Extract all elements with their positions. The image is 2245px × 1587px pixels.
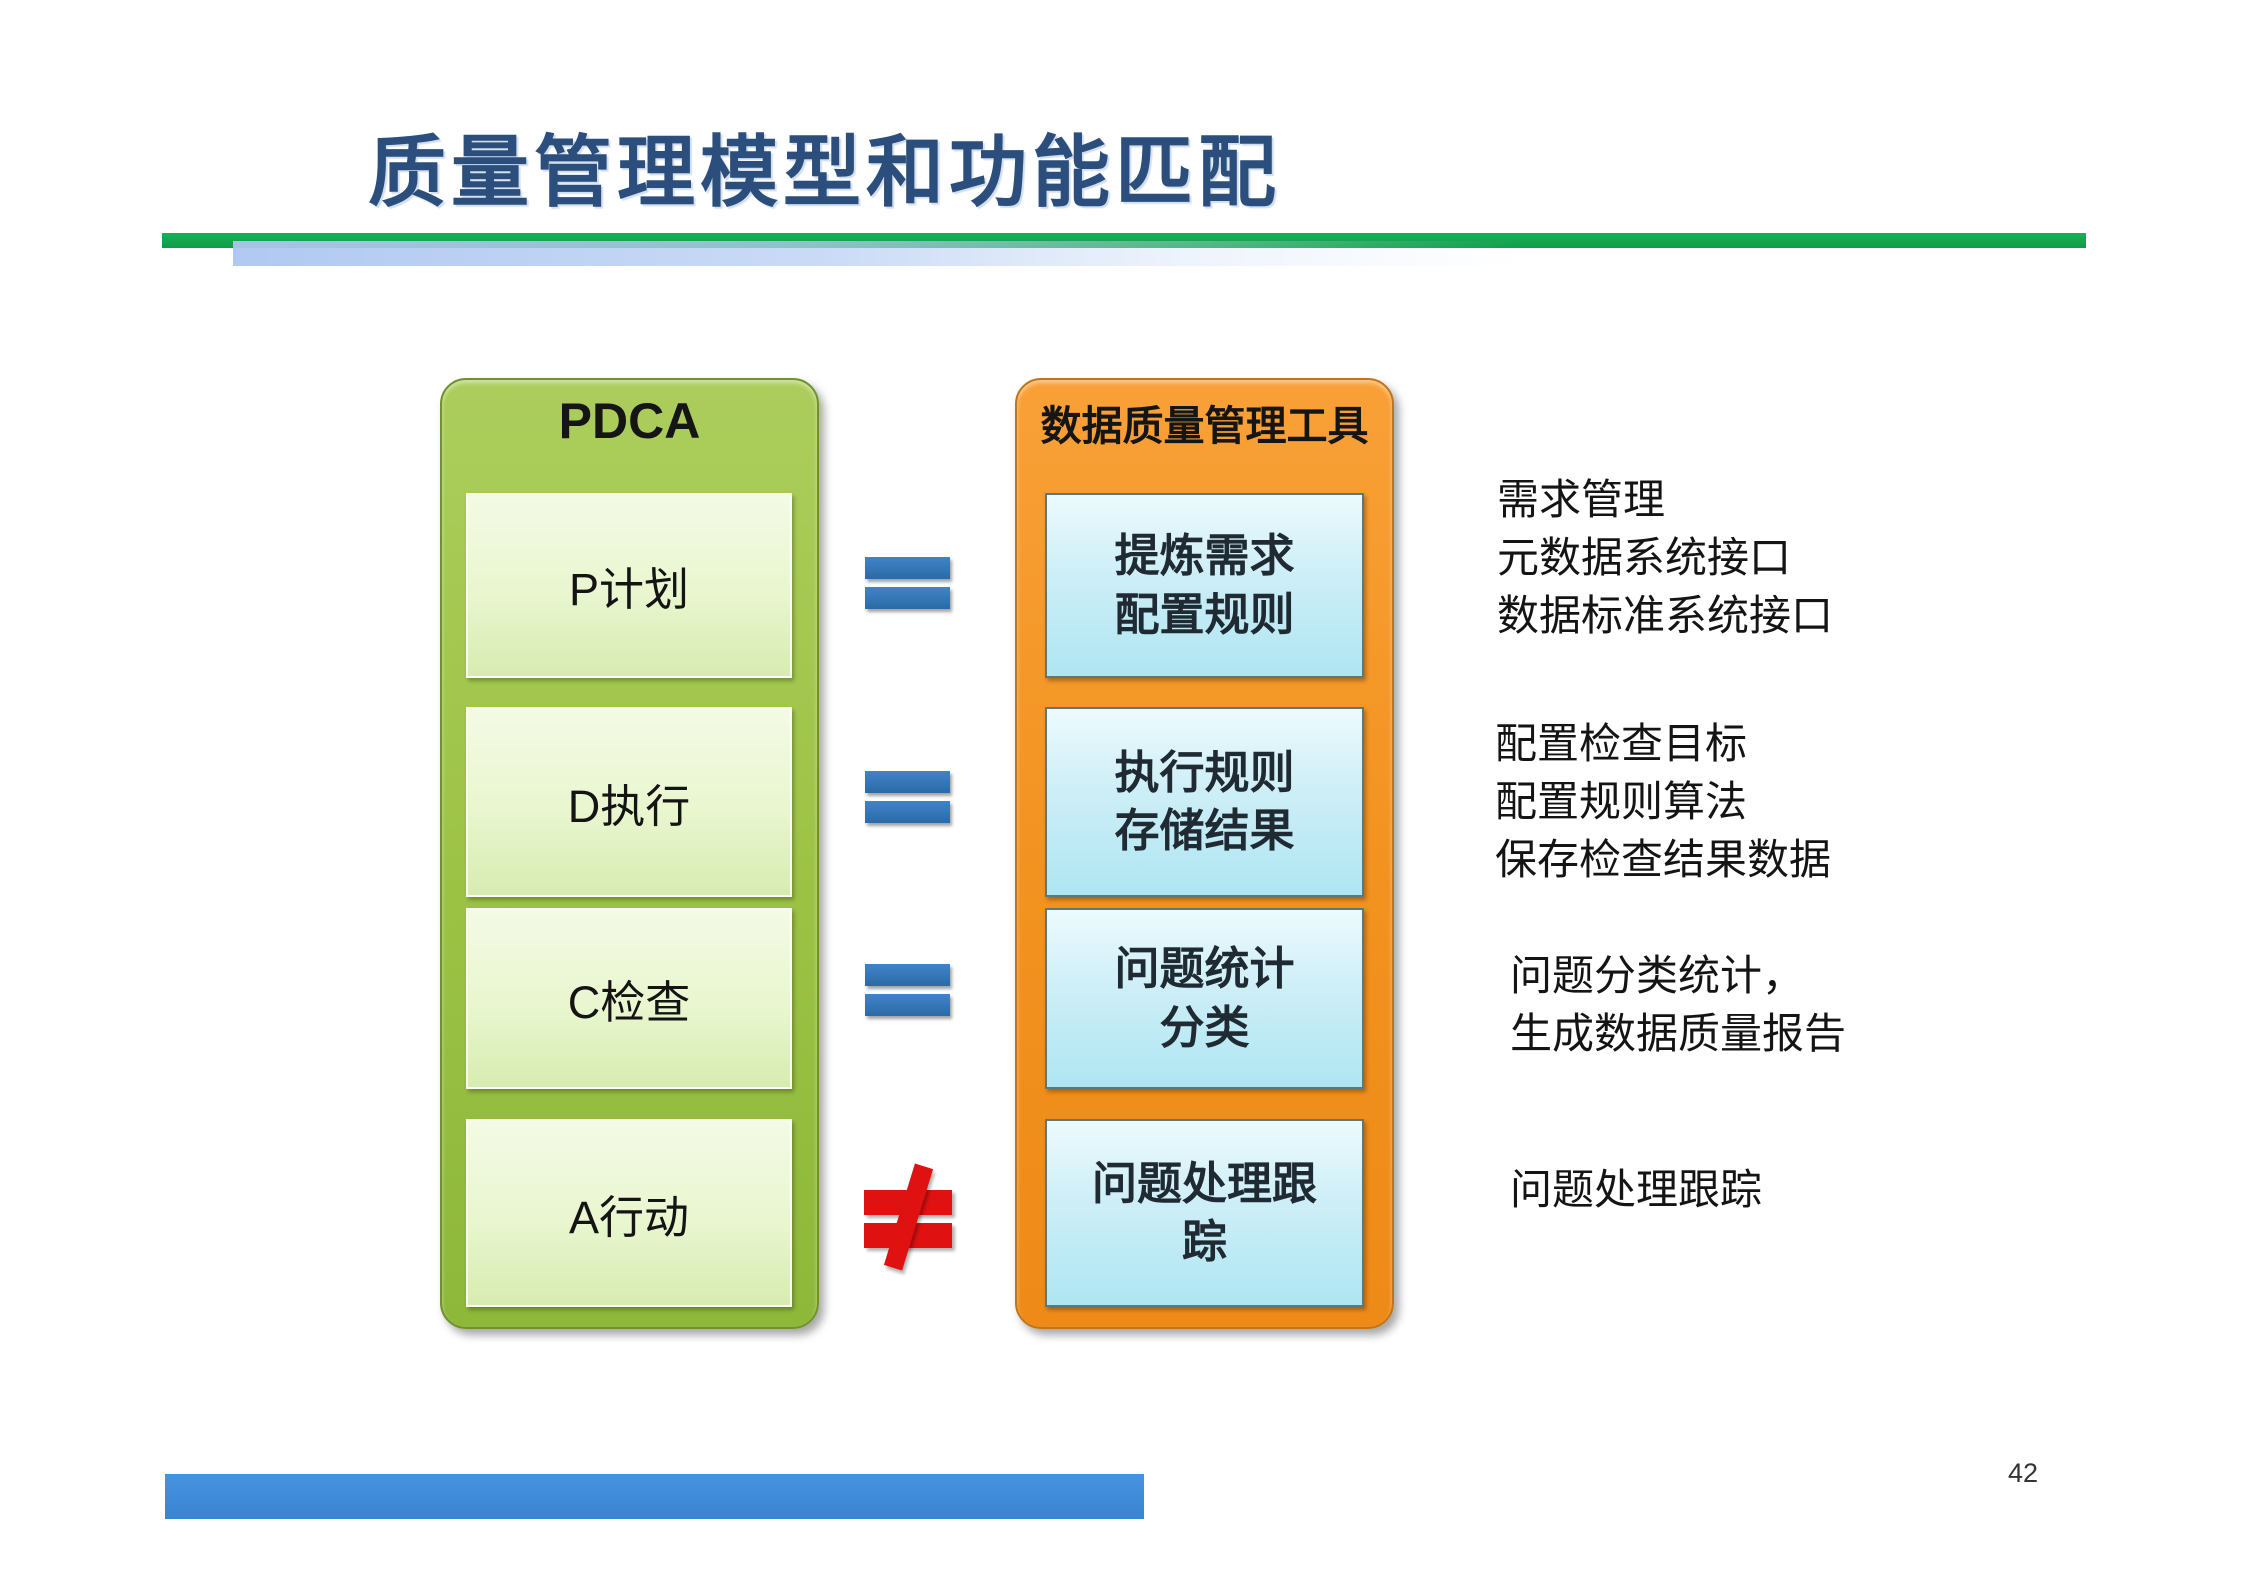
annotation-line: 需求管理 (1497, 478, 1666, 524)
tools-panel-header: 数据质量管理工具 (1040, 403, 1369, 449)
annotation-statistics: 问题分类统计， 生成数据质量报告 (1510, 948, 1846, 1064)
tools-box-line: 存储结果 (1114, 806, 1295, 856)
slide-title: 质量管理模型和功能匹配 (368, 129, 1282, 216)
tools-box-execute-rules: 执行规则 存储结果 (1045, 707, 1364, 897)
equals-bar-bottom (865, 994, 950, 1016)
pdca-box-do-label: D执行 (567, 780, 691, 832)
equals-bar-top (865, 557, 950, 579)
equals-icon (865, 557, 950, 609)
annotation-configuration: 配置检查目标 配置规则算法 保存检查结果数据 (1495, 716, 1831, 890)
tools-box-line: 问题处理跟 (1091, 1158, 1317, 1209)
tools-box-line: 提炼需求 (1114, 531, 1295, 581)
equals-icon (865, 964, 950, 1016)
equals-bar-top (865, 964, 950, 986)
pdca-panel: PDCA P计划 D执行 C检查 A行动 (440, 378, 819, 1329)
not-equals-icon (862, 1162, 954, 1272)
equals-bar-bottom (865, 801, 950, 823)
annotation-line: 生成数据质量报告 (1510, 1012, 1847, 1058)
title-underline-blue-gradient (233, 241, 1523, 266)
annotation-line: 数据标准系统接口 (1497, 594, 1834, 640)
pdca-box-check: C检查 (466, 908, 792, 1089)
annotation-line: 问题分类统计， (1510, 954, 1805, 1000)
annotation-line: 问题处理跟踪 (1510, 1168, 1763, 1214)
pdca-box-check-label: C检查 (567, 977, 691, 1028)
annotation-tracking: 问题处理跟踪 (1510, 1162, 1762, 1220)
tools-box-line: 问题统计 (1114, 944, 1295, 994)
pdca-box-act: A行动 (466, 1119, 792, 1307)
pdca-box-plan: P计划 (466, 493, 792, 678)
tools-box-line: 踪 (1181, 1217, 1227, 1267)
tools-box-line: 配置规则 (1114, 589, 1295, 640)
not-equals-slash (883, 1163, 934, 1271)
equals-bar-bottom (865, 587, 950, 609)
tools-box-issue-tracking: 问题处理跟 踪 (1045, 1119, 1364, 1307)
pdca-box-plan-label: P计划 (568, 564, 689, 615)
equals-bar-top (865, 771, 950, 793)
tools-box-issue-statistics: 问题统计 分类 (1045, 908, 1364, 1089)
tools-box-refine-requirements: 提炼需求 配置规则 (1045, 493, 1364, 678)
pdca-box-act-label: A行动 (568, 1191, 689, 1243)
page-number: 42 (2008, 1458, 2039, 1488)
annotation-requirements: 需求管理 元数据系统接口 数据标准系统接口 (1497, 472, 1833, 646)
footer-accent-bar (165, 1474, 1144, 1519)
equals-icon (865, 771, 950, 823)
annotation-line: 保存检查结果数据 (1495, 838, 1832, 884)
annotation-line: 配置检查目标 (1495, 722, 1748, 768)
tools-box-line: 执行规则 (1114, 747, 1295, 798)
pdca-panel-header: PDCA (558, 393, 701, 449)
pdca-box-do: D执行 (466, 707, 792, 897)
tools-panel: 数据质量管理工具 提炼需求 配置规则 执行规则 存储结果 问题统计 分类 问题处… (1015, 378, 1394, 1329)
annotation-line: 配置规则算法 (1495, 780, 1748, 826)
annotation-line: 元数据系统接口 (1497, 536, 1792, 582)
tools-box-line: 分类 (1159, 1002, 1250, 1053)
